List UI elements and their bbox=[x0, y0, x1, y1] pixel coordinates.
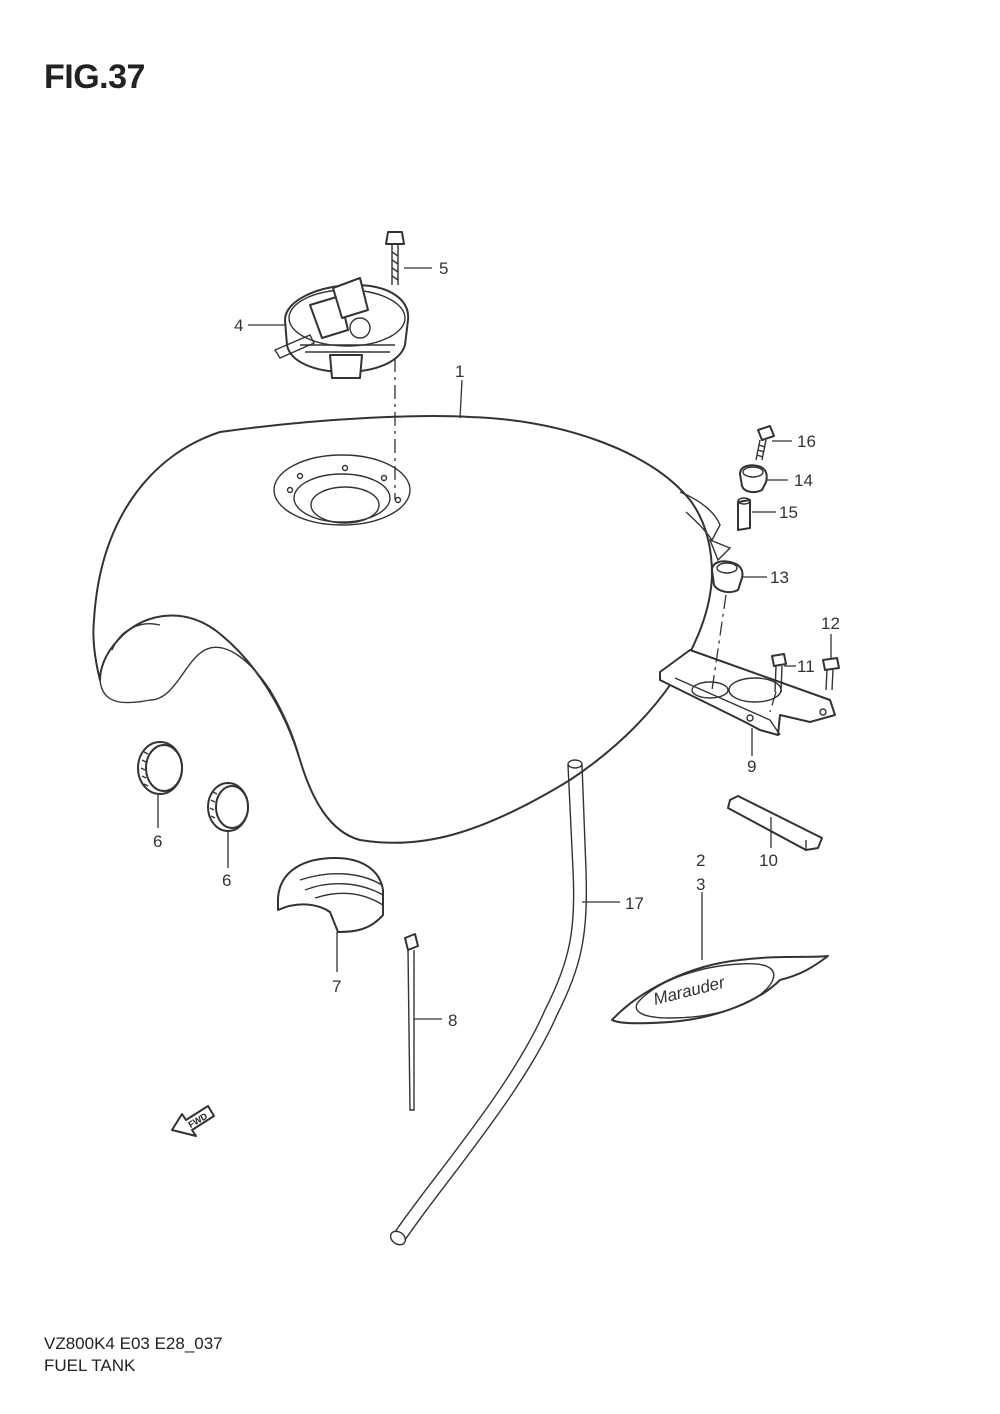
cap-screw[interactable] bbox=[385, 231, 405, 285]
callout-17: 17 bbox=[625, 894, 644, 913]
callout-labels: 1 2 3 4 5 6 6 7 8 9 10 11 12 13 14 15 16… bbox=[153, 259, 840, 1030]
tank-cushion[interactable] bbox=[277, 857, 384, 933]
callout-12: 12 bbox=[821, 614, 840, 633]
fwd-arrow-icon: FWD bbox=[171, 1105, 215, 1137]
callout-7: 7 bbox=[332, 977, 341, 996]
clamp-tie[interactable] bbox=[404, 933, 419, 1111]
cushion-6b[interactable] bbox=[207, 782, 249, 832]
callout-15: 15 bbox=[779, 503, 798, 522]
callout-10: 10 bbox=[759, 851, 778, 870]
tank-emblem[interactable]: Marauder bbox=[611, 955, 829, 1025]
collar-15[interactable] bbox=[737, 497, 751, 531]
figure-title: FIG.37 bbox=[44, 58, 145, 96]
callout-6b: 6 bbox=[222, 871, 231, 890]
callout-14: 14 bbox=[794, 471, 813, 490]
bolt-11[interactable] bbox=[771, 653, 787, 693]
fuel-tank[interactable] bbox=[92, 415, 732, 844]
callout-2: 2 bbox=[696, 851, 705, 870]
cushion-strip[interactable] bbox=[727, 795, 823, 851]
callout-1: 1 bbox=[455, 362, 464, 381]
cushion-6a[interactable] bbox=[137, 741, 183, 795]
callout-5: 5 bbox=[439, 259, 448, 278]
tank-bracket[interactable] bbox=[659, 649, 836, 736]
callout-8: 8 bbox=[448, 1011, 457, 1030]
callout-16: 16 bbox=[797, 432, 816, 451]
callout-11: 11 bbox=[797, 657, 815, 676]
grommet-14[interactable] bbox=[739, 464, 768, 494]
model-code: VZ800K4 E03 E28_037 bbox=[44, 1334, 223, 1353]
cushion-13[interactable] bbox=[711, 560, 744, 594]
drain-hose[interactable] bbox=[388, 759, 588, 1248]
bolt-16[interactable] bbox=[755, 425, 775, 461]
callout-4: 4 bbox=[234, 316, 243, 335]
figure-caption: FUEL TANK bbox=[44, 1356, 136, 1375]
callout-13: 13 bbox=[770, 568, 789, 587]
leader-lines bbox=[157, 267, 832, 1020]
callout-6a: 6 bbox=[153, 832, 162, 851]
fuel-cap[interactable] bbox=[273, 277, 410, 379]
assembly-lines bbox=[394, 358, 777, 713]
bolt-12[interactable] bbox=[822, 657, 840, 691]
callout-9: 9 bbox=[747, 757, 756, 776]
callout-3: 3 bbox=[696, 875, 705, 894]
